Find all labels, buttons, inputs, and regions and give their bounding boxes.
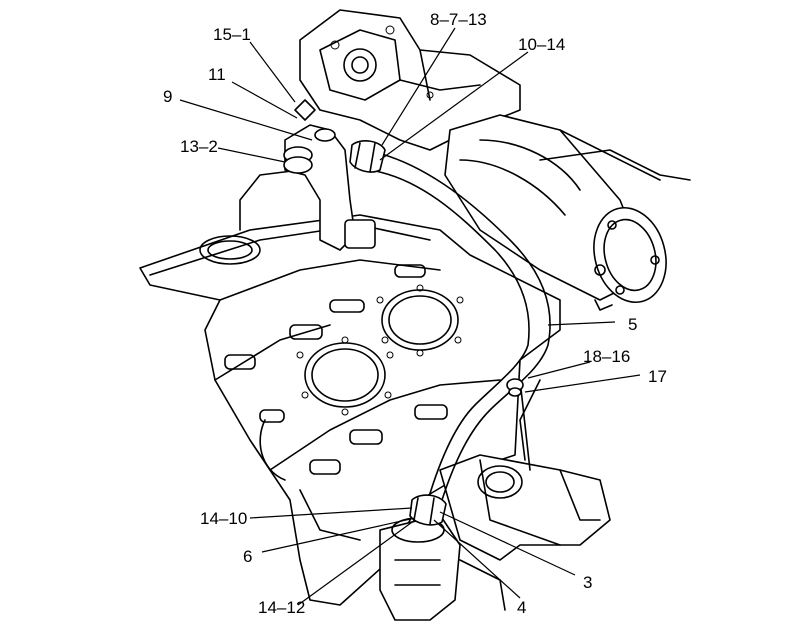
engine-block	[139, 169, 561, 606]
callout-13-2: 13–2	[180, 137, 218, 156]
lower-pump	[379, 514, 506, 621]
callout-11: 11	[208, 65, 226, 84]
callout-labels: 15–1 11 9 13–2 8–7–13 10–14 5 18–16 17 1…	[163, 10, 667, 617]
callout-18-16: 18–16	[583, 347, 630, 366]
coolant-hose	[349, 140, 551, 526]
leader-lines	[179, 27, 641, 606]
callout-5: 5	[628, 315, 637, 334]
callout-14-10: 14–10	[200, 509, 247, 528]
top-elbow-fitting	[283, 99, 376, 251]
callout-4: 4	[517, 598, 526, 617]
callout-17: 17	[648, 367, 667, 386]
callout-15-1: 15–1	[213, 25, 251, 44]
lower-right-bracket	[439, 379, 611, 561]
callout-9: 9	[163, 87, 172, 106]
callout-14-12: 14–12	[258, 598, 305, 617]
callout-10-14: 10–14	[518, 35, 565, 54]
callout-3: 3	[583, 573, 592, 592]
cylindrical-tank	[444, 114, 691, 311]
callout-6: 6	[243, 547, 252, 566]
callout-8-7-13: 8–7–13	[430, 10, 487, 29]
